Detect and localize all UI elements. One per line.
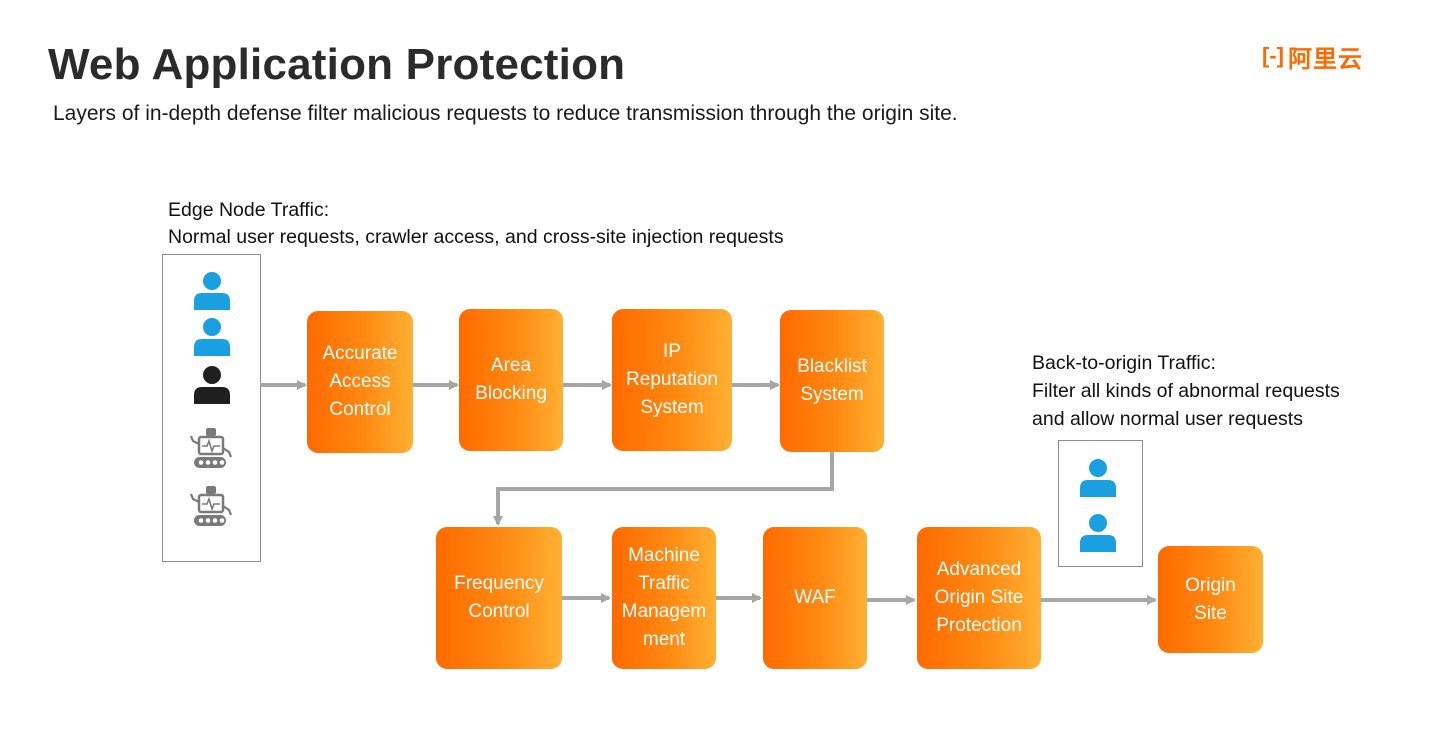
waf-label-line: WAF (794, 587, 836, 608)
edge-note-detail: Normal user requests, crawler access, an… (168, 226, 784, 248)
edge-note-heading: Edge Node Traffic: (168, 199, 330, 221)
ip-reputation-system-label-line: IP (663, 341, 681, 362)
area-blocking-label-line: Blocking (475, 383, 547, 404)
blacklist-system-label-line: Blacklist (797, 356, 867, 377)
accurate-access-control-label-line: Accurate (322, 343, 398, 364)
waf-box: WAF (763, 527, 867, 669)
user-icon (194, 366, 230, 404)
logo-text: 阿里云 (1287, 45, 1363, 73)
frequency-control-label-line: Frequency (454, 573, 544, 594)
edge-traffic-note: Edge Node Traffic: Normal user requests,… (168, 197, 784, 251)
advanced-origin-site-protection-label-line: Protection (936, 615, 1022, 636)
blacklist-system-label-line: System (800, 384, 864, 405)
machine-traffic-management-label-line: Traffic (638, 573, 690, 594)
robot-icon (189, 428, 233, 468)
aliyun-logo: [-] 阿里云 (1262, 42, 1363, 73)
user-icon (194, 318, 230, 356)
accurate-access-control-label-line: Control (329, 399, 391, 420)
back-note-heading: Back-to-origin Traffic: (1032, 352, 1216, 374)
machine-traffic-management-label-line: ment (642, 629, 686, 650)
ip-reputation-system-label-line: System (640, 397, 704, 418)
user-icon (194, 272, 230, 310)
origin-site-label-line: Site (1194, 602, 1227, 624)
advanced-origin-site-protection-label-line: Advanced (936, 559, 1022, 580)
area-blocking-label-line: Area (490, 355, 532, 376)
machine-traffic-management-label-line: Machine (628, 545, 700, 566)
machine-traffic-management-label-line: Managem (621, 601, 707, 622)
robot-icon (189, 486, 233, 526)
back-note-detail-2: and allow normal user requests (1032, 408, 1303, 430)
back-origin-traffic-note: Back-to-origin Traffic: Filter all kinds… (1032, 349, 1340, 433)
user-icon (1080, 514, 1116, 552)
accurate-access-control-label-line: Access (329, 371, 391, 392)
back-note-detail-1: Filter all kinds of abnormal requests (1032, 380, 1340, 402)
arrow-blacklist-to-frequency (493, 452, 834, 526)
ip-reputation-system-label-line: Reputation (626, 369, 718, 390)
user-icon (1080, 459, 1116, 497)
frequency-control-label-line: Control (468, 601, 530, 622)
page-title: Web Application Protection (48, 40, 626, 89)
logo-mark: [-] (1262, 43, 1284, 68)
page-subtitle: Layers of in-depth defense filter malici… (53, 102, 958, 125)
origin-site-label-line: Origin (1185, 574, 1236, 596)
advanced-origin-site-protection-label-line: Origin Site (934, 587, 1024, 608)
